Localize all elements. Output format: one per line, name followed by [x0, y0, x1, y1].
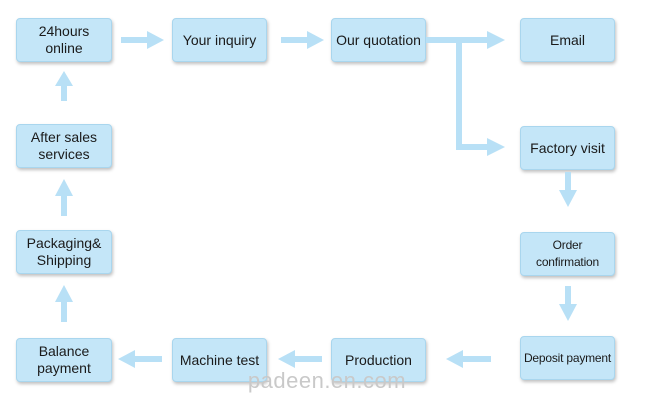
arrow-factory-to-order [559, 172, 577, 207]
arrow-branch-to-factory-visit [456, 138, 505, 156]
arrow-after-sales-to-online [55, 71, 73, 101]
arrow-online-to-inquiry [121, 31, 164, 49]
node-your-inquiry: Your inquiry [172, 18, 267, 62]
node-balance-payment: Balance payment [16, 338, 112, 382]
arrow-branch-stem [456, 43, 462, 147]
arrow-balance-to-packaging [55, 285, 73, 322]
node-deposit-payment: Deposit payment [520, 336, 615, 380]
arrow-deposit-to-production [446, 350, 491, 368]
watermark-text: padeen.en.com [247, 368, 407, 393]
node-after-sales-services: After sales services [16, 124, 112, 168]
arrow-inquiry-to-quotation [281, 31, 324, 49]
node-order-confirmation: Order confirmation [520, 232, 615, 276]
arrow-machine-test-to-balance [118, 350, 162, 368]
node-our-quotation: Our quotation [331, 18, 426, 62]
arrow-quotation-to-email [426, 31, 505, 49]
arrow-production-to-machine-test [278, 350, 322, 368]
node-production: Production [331, 338, 426, 382]
node-email: Email [520, 18, 615, 62]
node-machine-test: Machine test [172, 338, 267, 382]
node-24hours-online: 24hours online [16, 18, 112, 62]
node-factory-visit: Factory visit [520, 126, 615, 170]
arrow-order-to-deposit [559, 286, 577, 321]
arrow-packaging-to-after-sales [55, 179, 73, 216]
node-packaging-shipping: Packaging& Shipping [16, 230, 112, 274]
